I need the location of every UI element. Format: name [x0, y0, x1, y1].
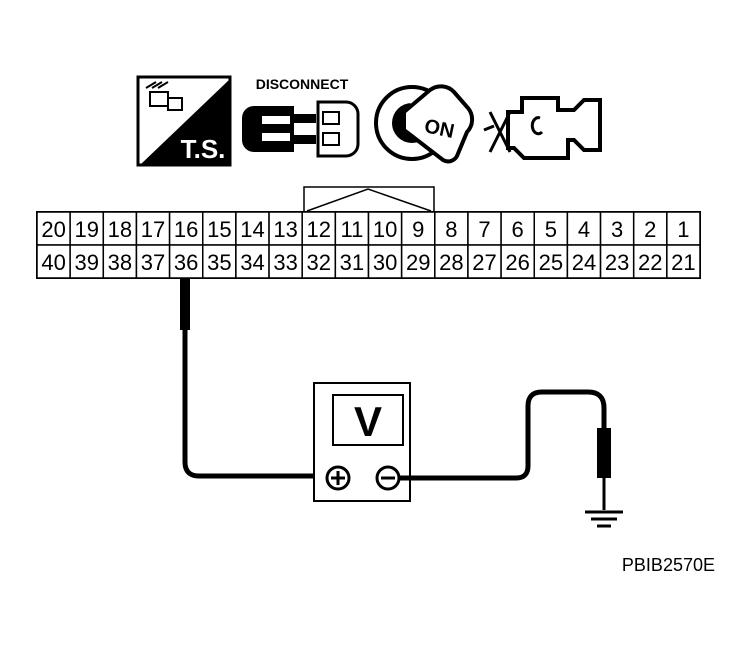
pin-number-36: 36	[174, 250, 198, 275]
pin-number-27: 27	[472, 250, 496, 275]
pin-number-21: 21	[671, 250, 695, 275]
pin-number-18: 18	[108, 217, 132, 242]
pin-number-26: 26	[505, 250, 529, 275]
meter-reading: V	[354, 398, 382, 445]
ground-icon	[585, 510, 623, 528]
pin-number-3: 3	[611, 217, 623, 242]
ignition-key-icon: ON	[374, 84, 475, 164]
pin-number-30: 30	[373, 250, 397, 275]
connector-pin-cell	[367, 211, 403, 246]
connector-pin-cell	[36, 244, 71, 279]
connector-pin-cell	[135, 244, 171, 279]
connector-pin-cell	[69, 211, 105, 246]
pin-number-20: 20	[41, 217, 65, 242]
connector-pin-cell	[666, 211, 701, 246]
positive-terminal-icon	[325, 465, 351, 491]
connector-pin-cell	[467, 211, 502, 246]
negative-probe	[597, 428, 611, 478]
pin-number-14: 14	[240, 217, 264, 242]
pin-number-39: 39	[74, 250, 98, 275]
pin-number-25: 25	[539, 250, 563, 275]
pin-number-15: 15	[207, 217, 231, 242]
pin-number-2: 2	[644, 217, 656, 242]
connector-hood	[303, 186, 435, 212]
pin-number-33: 33	[273, 250, 297, 275]
pin-number-31: 31	[340, 250, 364, 275]
connector-pin-cell	[666, 244, 701, 279]
harness-connector-icon	[145, 81, 183, 111]
pin-number-12: 12	[307, 217, 331, 242]
pin-number-7: 7	[478, 217, 490, 242]
pin-number-10: 10	[373, 217, 397, 242]
pin-number-40: 40	[41, 250, 65, 275]
pin-number-29: 29	[406, 250, 430, 275]
engine-icon	[483, 96, 602, 160]
pin-number-9: 9	[412, 217, 424, 242]
pin-number-6: 6	[512, 217, 524, 242]
positive-test-lead	[180, 278, 323, 479]
connector-pin-cell	[102, 244, 138, 279]
pin-number-13: 13	[273, 217, 297, 242]
disconnect-label: DISCONNECT	[256, 76, 349, 92]
pin-number-5: 5	[545, 217, 557, 242]
ts-label: T.S.	[181, 134, 226, 164]
pin-number-34: 34	[240, 250, 264, 275]
connector-pin-cell	[434, 244, 469, 279]
connector-pin-cell	[533, 211, 569, 246]
pin-number-35: 35	[207, 250, 231, 275]
negative-test-lead	[399, 389, 611, 510]
pin-number-19: 19	[74, 217, 98, 242]
pin-number-8: 8	[445, 217, 457, 242]
disconnect-icon: DISCONNECT	[242, 76, 360, 158]
pin-number-1: 1	[677, 217, 689, 242]
pin-number-38: 38	[108, 250, 132, 275]
pin-number-32: 32	[307, 250, 331, 275]
figure-reference-code: PBIB2570E	[622, 555, 715, 575]
pin-number-17: 17	[141, 217, 165, 242]
connector-pin-cell	[566, 211, 602, 246]
connector-pin-cell	[334, 244, 370, 279]
connector-pin-cell	[632, 244, 668, 279]
voltmeter: V	[313, 382, 411, 502]
pin-number-24: 24	[572, 250, 596, 275]
connector-pin-cell	[367, 244, 403, 279]
ts-icon: T.S.	[136, 75, 232, 167]
connector-pin-cell	[168, 244, 204, 279]
connector-pin-cell	[235, 244, 270, 279]
negative-terminal-icon	[375, 465, 401, 491]
pin-number-4: 4	[578, 217, 590, 242]
pin-number-22: 22	[638, 250, 662, 275]
pin-number-11: 11	[341, 217, 364, 242]
meter-display	[332, 394, 404, 446]
pin-number-23: 23	[605, 250, 629, 275]
pin-number-16: 16	[174, 217, 198, 242]
positive-probe-tip	[180, 278, 190, 330]
connector-pin-cell	[334, 211, 370, 246]
pin-number-28: 28	[439, 250, 463, 275]
pin-number-37: 37	[141, 250, 165, 275]
connector-pin-cell	[202, 211, 237, 246]
